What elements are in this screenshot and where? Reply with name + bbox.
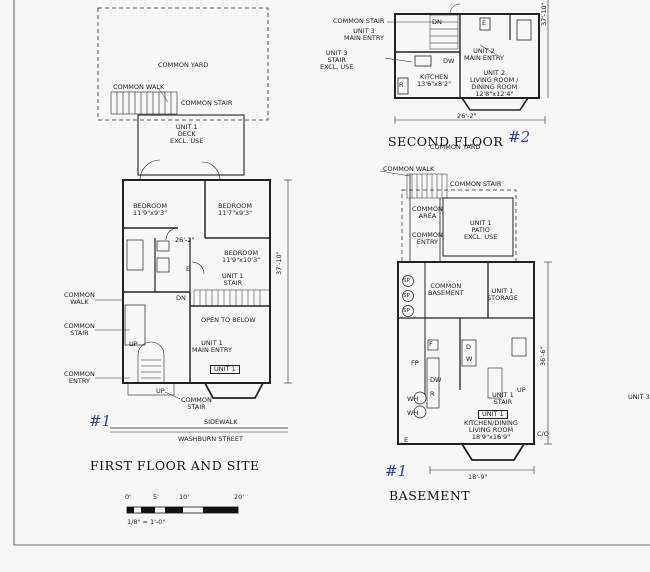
b-sp-label-1: SP bbox=[403, 278, 410, 284]
first-floor-title: FIRST FLOOR AND SITE bbox=[90, 458, 260, 473]
b-f-label: F bbox=[429, 340, 433, 348]
sf-dn-label: DN bbox=[432, 18, 442, 26]
open-to-below-label: OPEN TO BELOW bbox=[201, 316, 256, 324]
unit-1-tag: UNIT 1 bbox=[210, 365, 240, 374]
bedroom-2-label: BEDROOM 11'7"x9'3" bbox=[218, 202, 253, 217]
b-patio-label: UNIT 1 PATIO EXCL. USE bbox=[464, 219, 498, 241]
common-stair-side-label: COMMON STAIR bbox=[64, 322, 95, 337]
second-floor-mark: #2 bbox=[508, 128, 531, 146]
basement-plan bbox=[379, 170, 552, 474]
basement-title: BASEMENT bbox=[389, 488, 471, 503]
deck bbox=[137, 114, 245, 176]
scale-tick-5: 5' bbox=[153, 493, 159, 501]
sf-e-label: E bbox=[482, 19, 487, 27]
b-e-label: E bbox=[404, 436, 409, 444]
scale-tick-10: 10' bbox=[179, 493, 190, 501]
paper bbox=[14, 0, 650, 545]
sf-r-label: R bbox=[399, 81, 404, 89]
main-entry-label: UNIT 1 MAIN ENTRY bbox=[192, 339, 232, 354]
second-floor-outline bbox=[394, 13, 540, 99]
common-yard-boundary bbox=[97, 7, 269, 121]
unit1-stair-label: UNIT 1 STAIR bbox=[222, 272, 244, 287]
bedroom-1-label: BEDROOM 11'9"x9'3" bbox=[133, 202, 168, 217]
b-up-label: UP bbox=[517, 386, 526, 394]
b-common-basement-label: COMMON BASEMENT bbox=[428, 282, 464, 297]
b-common-stair-label: COMMON STAIR bbox=[450, 180, 502, 188]
edge-unit3-label: UNIT 3 bbox=[628, 393, 650, 401]
common-walk-top-label: COMMON WALK bbox=[113, 83, 165, 91]
sf-unit2-main-entry-label: UNIT 2 MAIN ENTRY bbox=[464, 47, 504, 62]
second-floor-title: SECOND FLOOR bbox=[388, 134, 504, 149]
sf-width-dim: 26'-2" bbox=[457, 112, 477, 120]
b-common-walk-label: COMMON WALK bbox=[383, 165, 435, 173]
b-co-label: C/O bbox=[537, 430, 549, 438]
b-r-label: R bbox=[430, 390, 435, 398]
common-entry-label: COMMON ENTRY bbox=[64, 370, 95, 385]
b-common-entry-label: COMMON ENTRY bbox=[412, 231, 443, 246]
deck-label: UNIT 1 DECK EXCL. USE bbox=[170, 123, 204, 145]
b-common-yard-label: COMMON YARD bbox=[430, 143, 481, 151]
b-sp-label-2: SP bbox=[403, 293, 410, 299]
basement-mark: #1 bbox=[385, 462, 408, 480]
sf-depth-dim: 37'-10" bbox=[540, 2, 548, 26]
sf-kitchen-label: KITCHEN 13'6"x8'2" bbox=[417, 73, 452, 88]
common-walk-side-label: COMMON WALK bbox=[64, 291, 95, 306]
front-entry-stair bbox=[127, 341, 175, 396]
bay-window bbox=[204, 382, 264, 399]
common-stair-top-label: COMMON STAIR bbox=[181, 99, 233, 107]
sf-common-stair-label: COMMON STAIR bbox=[333, 17, 385, 25]
first-floor-mark: #1 bbox=[89, 412, 112, 430]
unit1-stair bbox=[193, 289, 271, 307]
scale-tick-0: 0' bbox=[125, 493, 131, 501]
b-w-label: W bbox=[466, 355, 473, 363]
sidewalk-label: SIDEWALK bbox=[204, 418, 238, 426]
b-fp-label: FP bbox=[411, 359, 419, 367]
b-wh-label-2: WH bbox=[407, 409, 419, 417]
b-unit1-stair-label: UNIT 1 STAIR bbox=[492, 391, 514, 406]
bedroom-3-label: BEDROOM 11'9"x10'3" bbox=[222, 249, 261, 264]
common-yard-label: COMMON YARD bbox=[158, 61, 209, 69]
up-label-2: UP bbox=[156, 387, 165, 395]
up-label-1: UP bbox=[129, 340, 138, 348]
first-floor-outline bbox=[122, 179, 271, 384]
b-storage-label: UNIT 1 STORAGE bbox=[487, 287, 518, 302]
sf-living-label: UNIT 2 LIVING ROOM / DINING ROOM 12'8"x1… bbox=[470, 69, 519, 98]
sf-unit3-stair-label: UNIT 3 STAIR EXCL. USE bbox=[320, 49, 354, 71]
street-label: WASHBURN STREET bbox=[178, 435, 243, 443]
scale-bar-graphic bbox=[126, 506, 239, 514]
common-stair-top bbox=[110, 91, 178, 115]
first-floor-width-dim: 26'-2" bbox=[175, 236, 195, 244]
b-wh-label-1: WH bbox=[407, 395, 419, 403]
second-floor-plan bbox=[384, 0, 549, 124]
e-label: E bbox=[186, 265, 191, 273]
scale-tick-20: 20' bbox=[234, 493, 245, 501]
b-depth-dim: 36'-6" bbox=[539, 346, 547, 366]
first-floor-plan bbox=[95, 7, 292, 433]
b-dw-label: DW bbox=[430, 376, 442, 384]
bay-window-2 bbox=[461, 97, 529, 111]
sf-dw-label: DW bbox=[443, 57, 455, 65]
dn-label: DN bbox=[176, 294, 186, 302]
b-common-area-label: COMMON AREA bbox=[412, 205, 443, 220]
basement-outline bbox=[397, 261, 535, 445]
scale-note: 1/8" = 1'-0" bbox=[127, 518, 166, 526]
b-width-dim: 18'-9" bbox=[468, 473, 488, 481]
b-kitchen-living-label: KITCHEN/DINING LIVING ROOM 18'9"x16'9" bbox=[464, 419, 518, 441]
b-d-label: D bbox=[466, 343, 472, 351]
common-stair-bottom-label: COMMON STAIR bbox=[181, 396, 212, 411]
b-unit-1-tag: UNIT 1 bbox=[478, 410, 508, 419]
basement-bay bbox=[461, 443, 525, 461]
b-sp-label-3: SP bbox=[403, 308, 410, 314]
first-floor-depth-dim: 37'-10" bbox=[275, 251, 283, 275]
sf-unit3-main-entry-label: UNIT 3 MAIN ENTRY bbox=[344, 27, 384, 42]
